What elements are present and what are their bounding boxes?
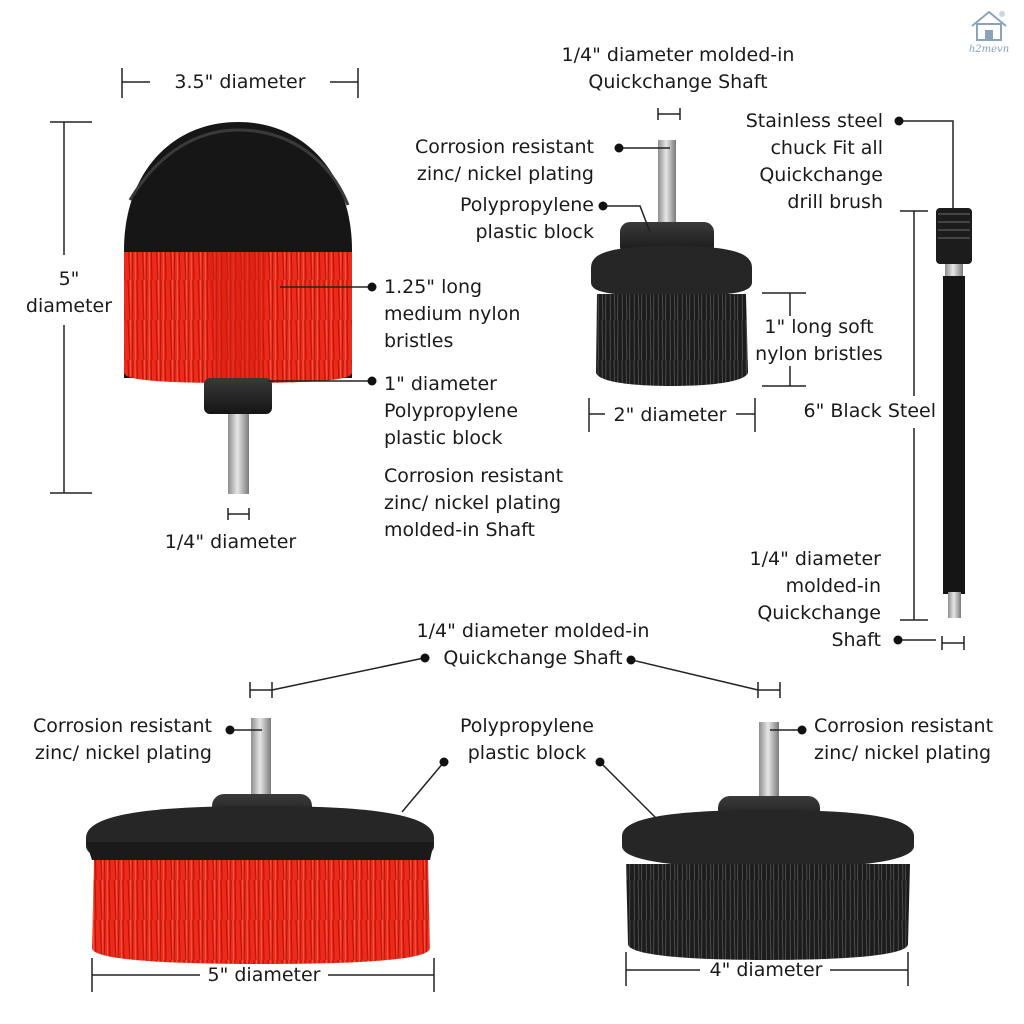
small-brush-diameter-label: 2" diameter <box>613 404 727 426</box>
drill-shaft-diameter-label: 1/4" diameter <box>164 531 297 553</box>
drill-length-label: 5"diameter <box>25 268 113 317</box>
drill-brush-product-image <box>124 122 352 494</box>
watermark-text: h2mevn <box>968 44 1010 55</box>
drill-diameter-label: 3.5" diameter <box>174 71 306 93</box>
leader-dots <box>225 116 904 767</box>
leader-lines <box>50 68 965 992</box>
extension-rod-product-image <box>936 208 972 618</box>
extension-length-label: 6" Black Steel <box>803 400 936 422</box>
house-logo-icon <box>971 10 1007 41</box>
small-brush-product-image <box>591 140 752 386</box>
black-brush-diameter-label: 4" diameter <box>709 959 823 981</box>
watermark: h2mevn <box>958 4 1020 60</box>
red-5in-brush-product-image <box>86 718 434 964</box>
red-brush-diameter-label: 5" diameter <box>207 964 321 986</box>
black-4in-brush-product-image <box>622 722 914 960</box>
